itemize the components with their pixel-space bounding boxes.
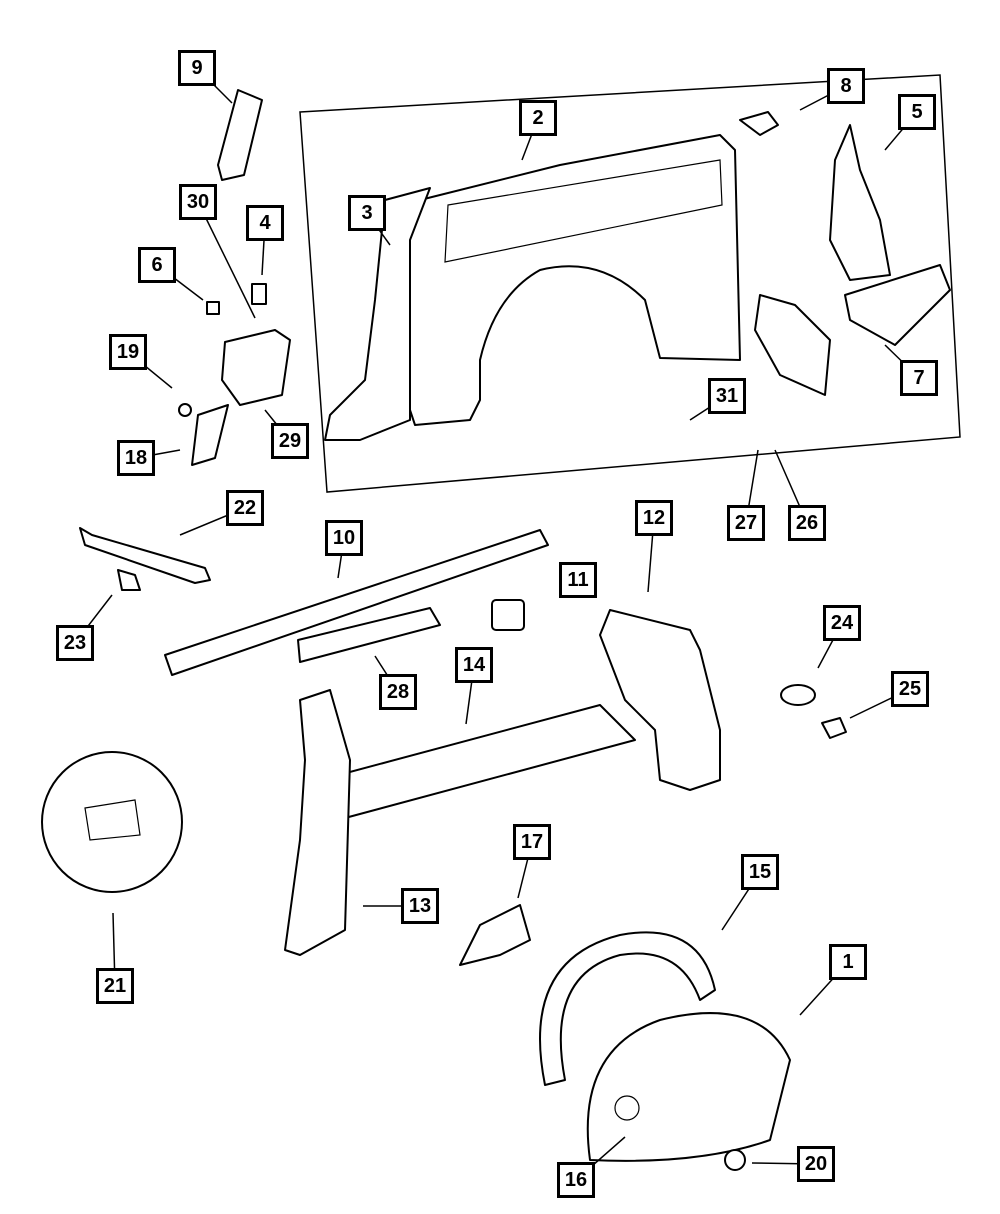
callout-8: 8 — [827, 68, 865, 104]
callout-10: 10 — [325, 520, 363, 556]
callout-15: 15 — [741, 854, 779, 890]
rail-10 — [164, 529, 549, 676]
callout-17: 17 — [513, 824, 551, 860]
bracket-7 — [844, 264, 951, 346]
clip-8 — [739, 111, 779, 136]
callout-2: 2 — [519, 100, 557, 136]
callout-31: 31 — [708, 378, 746, 414]
sill-14 — [319, 704, 636, 819]
wheelhouse-inner-16 — [586, 1012, 791, 1162]
bracket-5 — [829, 124, 891, 281]
callout-6: 6 — [138, 247, 176, 283]
callout-29: 29 — [271, 423, 309, 459]
filler-28 — [297, 607, 441, 663]
callout-18: 18 — [117, 440, 155, 476]
callout-14: 14 — [455, 647, 493, 683]
clip-4 — [251, 283, 267, 305]
wheelhouse-outer-15 — [539, 931, 716, 1086]
leader-line-30 — [197, 201, 256, 319]
callout-28: 28 — [379, 674, 417, 710]
callout-16: 16 — [557, 1162, 595, 1198]
plug-20 — [724, 1149, 746, 1171]
callout-4: 4 — [246, 205, 284, 241]
callout-21: 21 — [96, 968, 134, 1004]
callout-1: 1 — [829, 944, 867, 980]
handle-9 — [217, 89, 263, 181]
panel-12 — [599, 609, 721, 791]
detail-circle-21 — [41, 751, 183, 893]
nut-6 — [206, 301, 220, 315]
callout-24: 24 — [823, 605, 861, 641]
callout-26: 26 — [788, 505, 826, 541]
pillar — [324, 187, 431, 441]
parts-drawings — [41, 89, 951, 1171]
callout-3: 3 — [348, 195, 386, 231]
callout-23: 23 — [56, 625, 94, 661]
callout-7: 7 — [900, 360, 938, 396]
callout-12: 12 — [635, 500, 673, 536]
quarter-panel — [399, 134, 741, 426]
fastener-25 — [821, 717, 847, 739]
strap-22 — [79, 527, 211, 584]
callout-22: 22 — [226, 490, 264, 526]
bracket-17 — [459, 904, 531, 966]
callout-13: 13 — [401, 888, 439, 924]
pad-11 — [491, 599, 525, 631]
callout-19: 19 — [109, 334, 147, 370]
callout-11: 11 — [559, 562, 597, 598]
bolt-23 — [117, 569, 141, 591]
callout-20: 20 — [797, 1146, 835, 1182]
callout-30: 30 — [179, 184, 217, 220]
callout-25: 25 — [891, 671, 929, 707]
panel-31 — [754, 294, 831, 396]
callout-5: 5 — [898, 94, 936, 130]
vent-18 — [191, 404, 229, 466]
latch-29-30 — [221, 329, 291, 406]
callout-9: 9 — [178, 50, 216, 86]
callout-27: 27 — [727, 505, 765, 541]
pillar-13 — [284, 689, 351, 956]
screw-19 — [178, 403, 192, 417]
grommet-24 — [780, 684, 816, 706]
quarter-panel-group-frame — [299, 74, 961, 493]
